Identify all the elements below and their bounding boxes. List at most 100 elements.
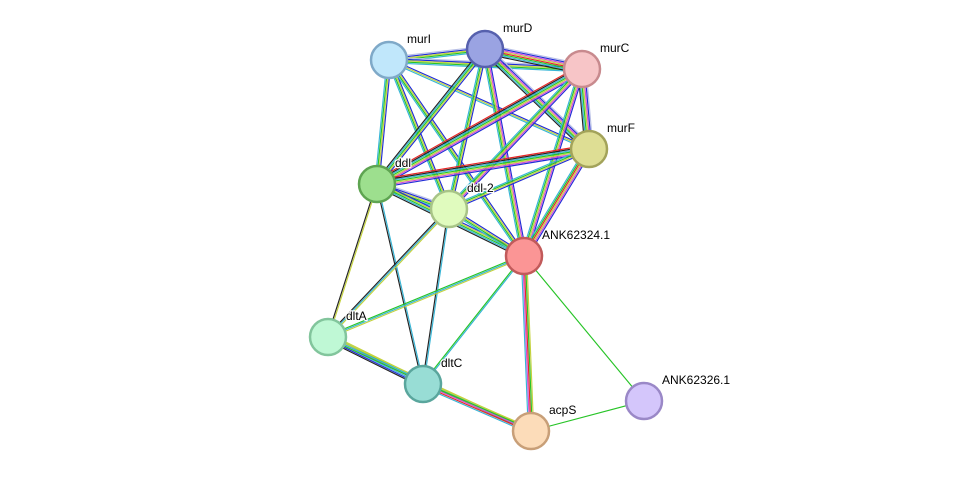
edge-murf-ddl[interactable] bbox=[375, 144, 591, 189]
edge-evidence-databases bbox=[520, 255, 529, 432]
node-murc[interactable] bbox=[562, 49, 602, 89]
edge-evidence-cooccurrence bbox=[377, 152, 591, 189]
edge-evidence-databases bbox=[375, 47, 485, 184]
edge-evidence-coexpression bbox=[375, 183, 423, 385]
node-ank62324-1[interactable] bbox=[504, 236, 544, 276]
node-layer bbox=[308, 29, 664, 451]
edge-evidence-neighborhood bbox=[375, 59, 389, 185]
edge-ddl-dltc[interactable] bbox=[375, 183, 425, 385]
edge-evidence-databases bbox=[421, 385, 531, 435]
edge-evidence-cooccurrence bbox=[388, 58, 591, 149]
node-ank62326-1[interactable] bbox=[624, 381, 664, 421]
edge-evidence-coexpression bbox=[421, 208, 449, 385]
edge-evidence-neighborhood bbox=[523, 255, 645, 402]
node-label-murd: murD bbox=[503, 21, 533, 35]
node-acps[interactable] bbox=[511, 411, 551, 451]
edge-evidence-neighborhood bbox=[422, 382, 533, 431]
edge-evidence-coexpression bbox=[326, 183, 377, 338]
edge-evidence-textmining bbox=[376, 149, 590, 186]
edge-evidence-coexpression bbox=[481, 51, 587, 153]
edge-evidence-experiments bbox=[485, 48, 526, 257]
node-muri[interactable] bbox=[369, 40, 409, 80]
edge-evidence-experiments bbox=[422, 383, 532, 432]
edge-ank62324-1-ank62326-1[interactable] bbox=[523, 255, 645, 402]
edge-murf-ank62324-1[interactable] bbox=[520, 146, 593, 259]
edge-dltc-acps[interactable] bbox=[421, 380, 533, 435]
edge-evidence-databases bbox=[374, 59, 388, 185]
node-label-ddl: ddl bbox=[395, 156, 411, 170]
edge-acps-ank62326-1[interactable] bbox=[530, 400, 645, 432]
node-ddl[interactable] bbox=[357, 164, 397, 204]
edge-evidence-textmining bbox=[448, 68, 583, 210]
edge-evidence-experiments bbox=[376, 151, 591, 188]
edge-evidence-neighborhood bbox=[387, 59, 525, 257]
node-label-ank62326-1: ANK62326.1 bbox=[662, 373, 730, 387]
node-label-murc: murC bbox=[600, 41, 630, 55]
edge-evidence-cooccurrence bbox=[450, 70, 585, 212]
edge-evidence-neighborhood bbox=[524, 255, 533, 432]
edge-evidence-coexpression bbox=[375, 66, 582, 183]
edge-evidence-fusion bbox=[522, 148, 589, 257]
edge-evidence-databases bbox=[376, 147, 590, 184]
label-layer: murImurDmurCmurFddlddl-2ANK62324.1dltAdl… bbox=[345, 20, 732, 419]
edge-murd-ddl[interactable] bbox=[374, 46, 488, 187]
edge-evidence-neighborhood bbox=[447, 67, 582, 209]
edge-evidence-databases bbox=[520, 146, 587, 255]
edge-ddl-2-dltc[interactable] bbox=[421, 208, 451, 385]
edge-evidence-cooccurrence bbox=[378, 71, 585, 189]
edge-evidence-databases bbox=[423, 208, 451, 385]
edge-evidence-cooccurrence bbox=[486, 46, 592, 148]
edge-evidence-fusion bbox=[374, 64, 581, 182]
edge-evidence-textmining bbox=[377, 49, 487, 186]
edge-evidence-textmining bbox=[388, 59, 590, 150]
node-label-dltc: dltC bbox=[441, 356, 463, 370]
node-label-ank62324-1: ANK62324.1 bbox=[542, 228, 610, 242]
edge-evidence-experiments bbox=[449, 69, 584, 211]
edge-evidence-textmining bbox=[526, 255, 535, 432]
edge-evidence-databases bbox=[446, 66, 581, 208]
node-ddl-2[interactable] bbox=[429, 189, 469, 229]
edge-evidence-fusion bbox=[421, 384, 532, 433]
edge-ank62324-1-dltc[interactable] bbox=[421, 255, 526, 385]
edge-muri-ddl[interactable] bbox=[374, 59, 392, 185]
edge-evidence-fusion bbox=[375, 144, 589, 181]
node-dlta[interactable] bbox=[308, 317, 348, 357]
edge-evidence-databases bbox=[422, 255, 526, 385]
edge-evidence-neighborhood bbox=[521, 147, 588, 256]
edge-evidence-databases bbox=[387, 60, 590, 151]
edge-evidence-coexpression bbox=[326, 207, 449, 337]
edge-evidence-textmining bbox=[448, 149, 590, 211]
edge-ank62324-1-dlta[interactable] bbox=[326, 254, 526, 339]
node-dltc[interactable] bbox=[403, 364, 443, 404]
edge-evidence-databases bbox=[327, 208, 450, 338]
node-label-murf: murF bbox=[607, 121, 635, 135]
edge-evidence-coexpression bbox=[374, 46, 484, 183]
edge-evidence-databases bbox=[447, 146, 589, 208]
edge-evidence-neighborhood bbox=[522, 68, 582, 257]
edge-ddl-dlta[interactable] bbox=[326, 183, 379, 338]
edge-evidence-neighborhood bbox=[376, 148, 590, 185]
edge-ank62324-1-acps[interactable] bbox=[520, 255, 535, 432]
edge-evidence-neighborhood bbox=[421, 255, 525, 385]
edge-evidence-fusion bbox=[523, 255, 532, 432]
edge-ddl-2-dlta[interactable] bbox=[326, 207, 451, 339]
edge-evidence-databases bbox=[377, 183, 425, 385]
edge-evidence-textmining bbox=[377, 69, 584, 186]
edge-murc-ddl[interactable] bbox=[374, 64, 585, 189]
edge-evidence-cooccurrence bbox=[526, 69, 586, 258]
node-murf[interactable] bbox=[569, 129, 609, 169]
edge-murf-ddl-2[interactable] bbox=[447, 146, 591, 212]
edge-evidence-neighborhood bbox=[376, 48, 486, 185]
edge-evidence-experiments bbox=[522, 255, 531, 432]
edge-evidence-cooccurrence bbox=[449, 150, 591, 212]
edge-muri-murf[interactable] bbox=[387, 58, 591, 151]
edge-evidence-cooccurrence bbox=[378, 59, 392, 185]
edge-evidence-databases bbox=[386, 60, 523, 258]
node-murd[interactable] bbox=[465, 29, 505, 69]
edge-evidence-textmining bbox=[524, 148, 591, 257]
edge-evidence-experiments bbox=[377, 70, 584, 187]
edge-evidence-textmining bbox=[327, 256, 526, 339]
edge-murc-ddl-2[interactable] bbox=[446, 66, 585, 212]
edge-evidence-textmining bbox=[328, 183, 379, 338]
